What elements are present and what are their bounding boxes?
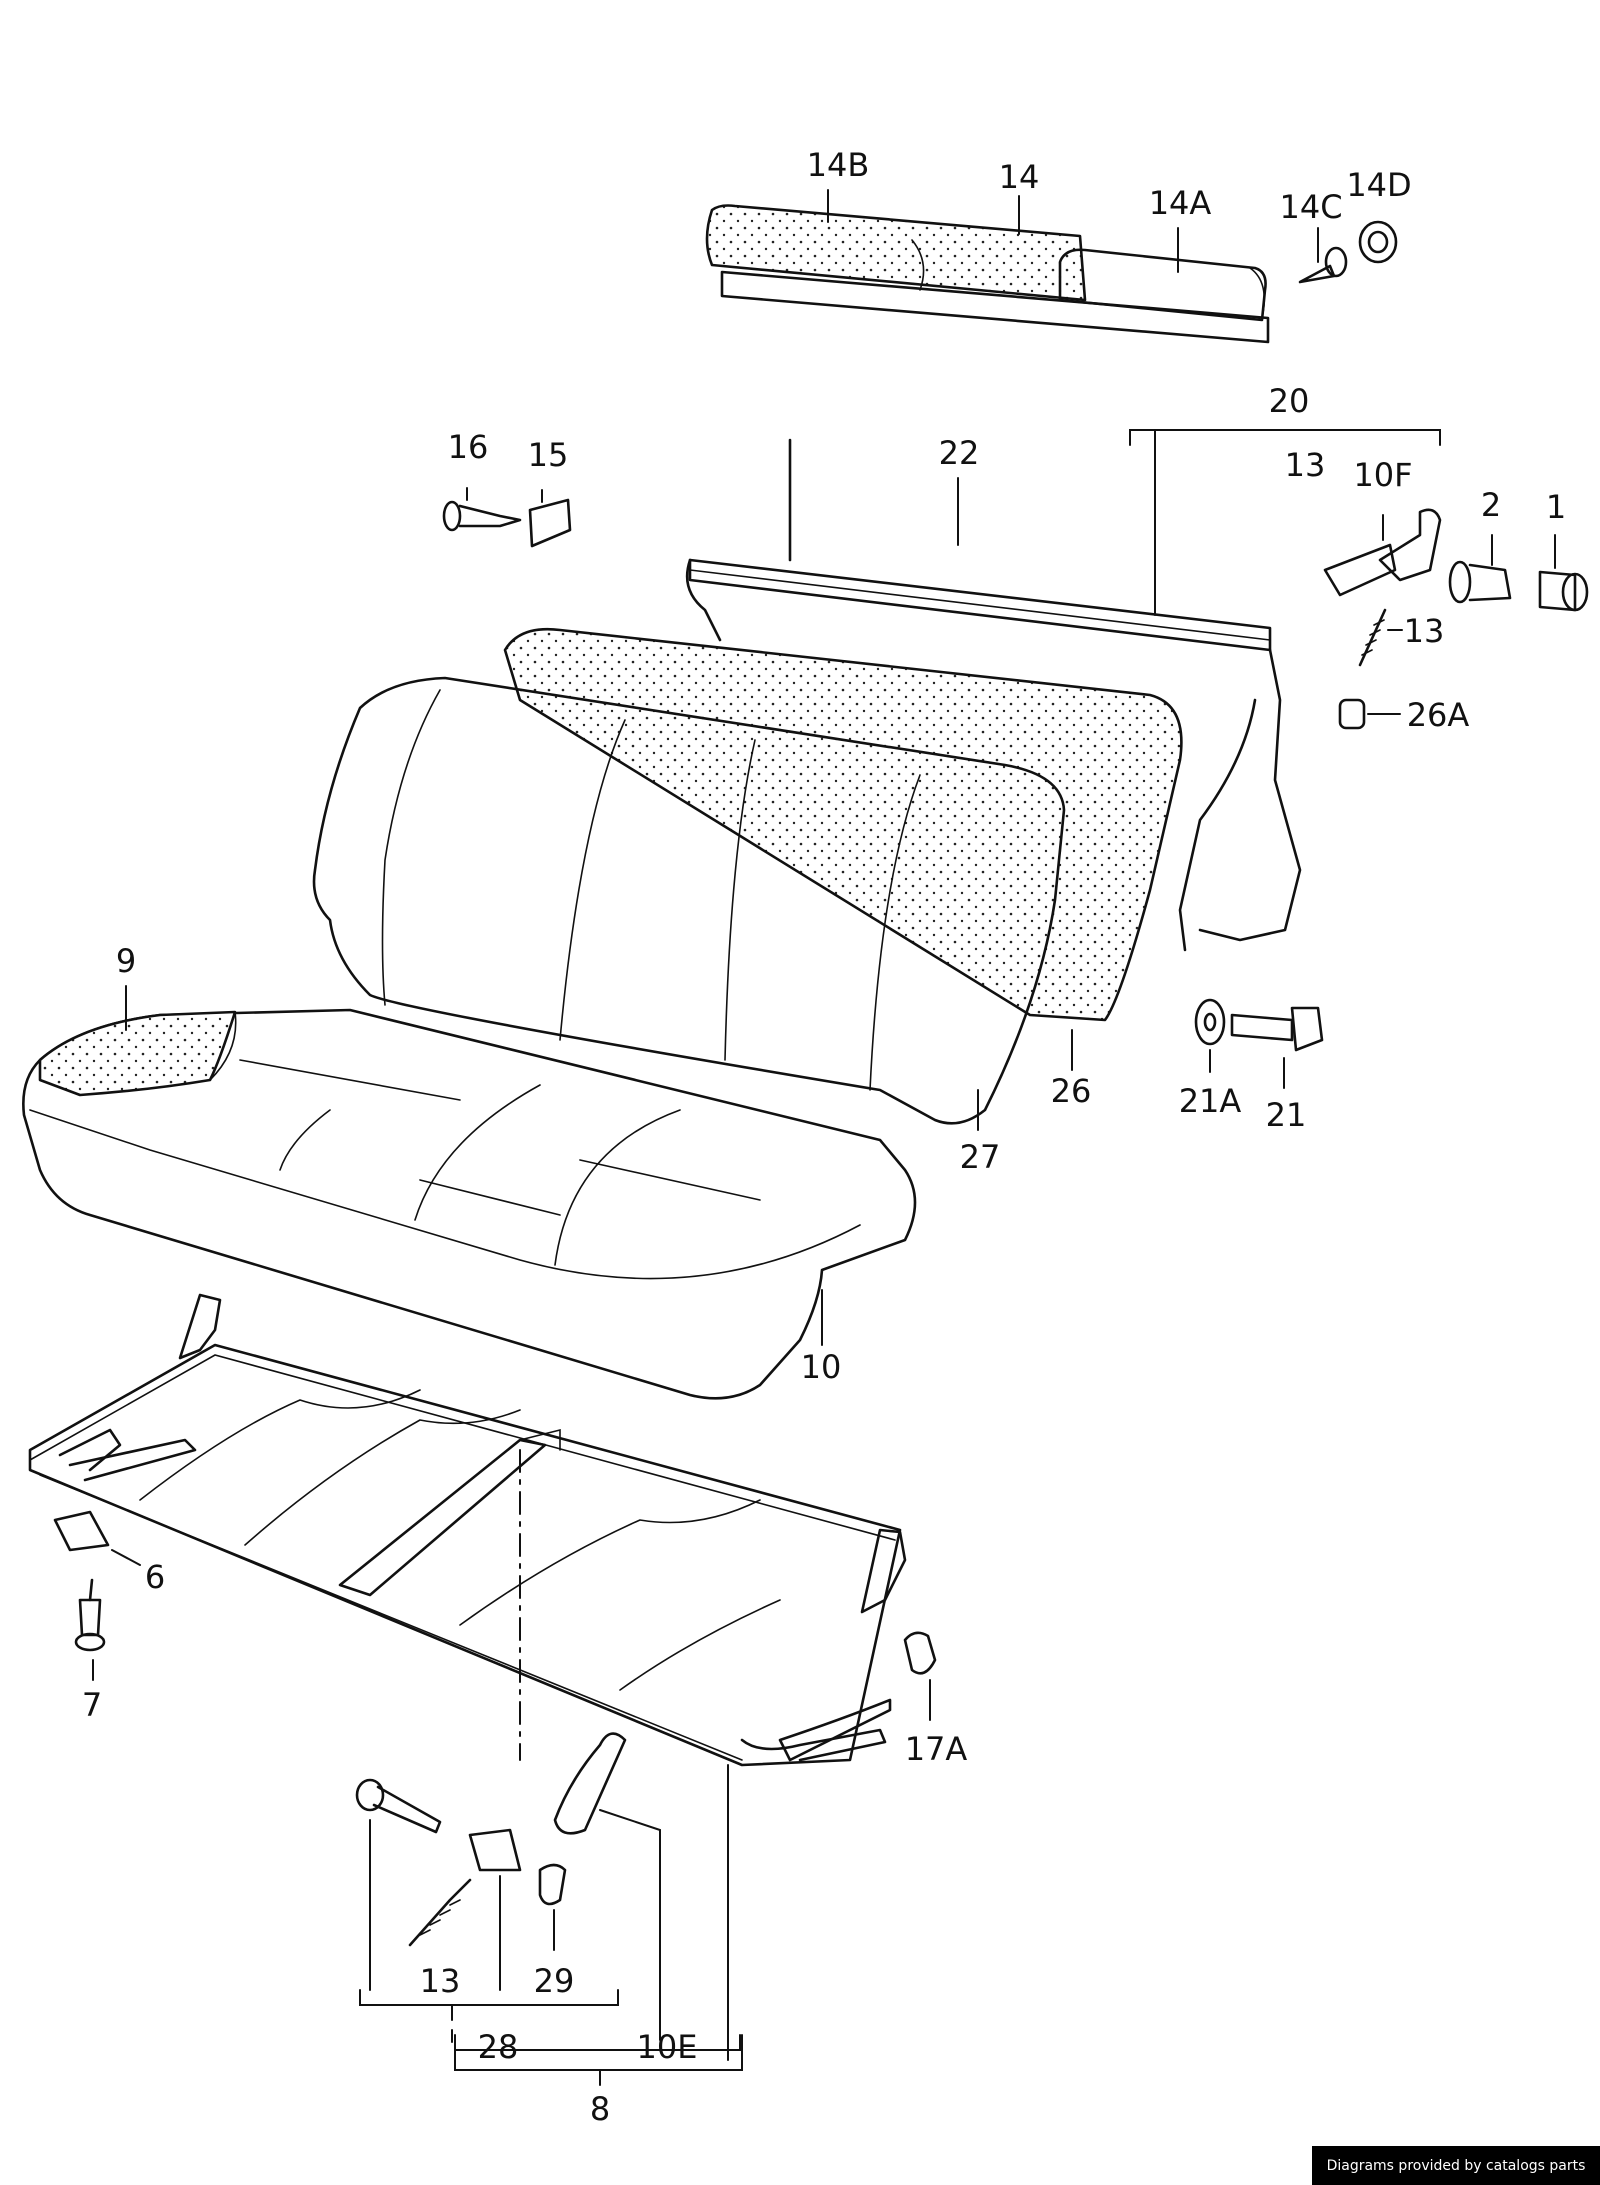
label-14: 14 — [999, 158, 1040, 196]
label-10: 10 — [801, 1348, 842, 1386]
clip-6 — [53, 1510, 110, 1552]
label-16: 16 — [448, 428, 489, 466]
bushing-26a — [1338, 698, 1366, 730]
label-13-spring: 13 — [1404, 612, 1445, 650]
label-15: 15 — [528, 436, 569, 474]
credit-banner: Diagrams provided by catalogs parts — [1312, 2146, 1600, 2185]
cap-14d — [1358, 220, 1398, 264]
label-10f: 10F — [1353, 456, 1412, 494]
strap-10e — [553, 1732, 627, 1835]
label-13-top: 13 — [1285, 446, 1326, 484]
hinge-10f — [1323, 508, 1442, 597]
screw-16 — [442, 500, 522, 532]
spring-13-hinge — [1358, 608, 1387, 667]
label-14b: 14B — [807, 146, 870, 184]
headrest — [705, 204, 1270, 344]
label-28: 28 — [478, 2028, 519, 2066]
label-6: 6 — [145, 1558, 165, 1596]
label-27: 27 — [960, 1138, 1001, 1176]
label-14c: 14C — [1279, 188, 1342, 226]
label-1: 1 — [1546, 488, 1566, 526]
label-22: 22 — [939, 434, 980, 472]
bolt-28 — [355, 1778, 442, 1834]
seat-frame — [28, 1293, 907, 1767]
clip-17a — [903, 1631, 937, 1675]
backrest-frame — [685, 438, 1302, 952]
label-21: 21 — [1266, 1096, 1307, 1134]
leader-lines — [92, 189, 1556, 2086]
label-14a: 14A — [1149, 184, 1212, 222]
bolt-21 — [1230, 1006, 1324, 1052]
label-26a: 26A — [1407, 696, 1470, 734]
screw-7 — [74, 1578, 106, 1652]
callout-labels: 14B 14 14A 14C 14D 20 22 16 15 13 10F 2 … — [82, 146, 1566, 2128]
washer-21a — [1194, 998, 1226, 1046]
label-14d: 14D — [1346, 166, 1411, 204]
seat-cushion — [22, 1008, 917, 1400]
clip-15 — [528, 498, 572, 548]
label-2: 2 — [1481, 486, 1501, 524]
label-9: 9 — [116, 942, 136, 980]
label-17a: 17A — [905, 1730, 968, 1768]
label-21a: 21A — [1179, 1082, 1242, 1120]
bushing-1 — [1538, 570, 1589, 612]
label-10e: 10E — [637, 2028, 698, 2066]
rod-17a — [778, 1698, 892, 1762]
spring-13 — [408, 1878, 472, 1947]
backrest-cover — [312, 676, 1066, 1125]
label-8: 8 — [590, 2090, 610, 2128]
pin-2 — [1448, 560, 1512, 604]
bracket-28 — [468, 1828, 522, 1872]
clip-29 — [538, 1863, 567, 1906]
label-7: 7 — [82, 1686, 102, 1724]
label-26: 26 — [1051, 1072, 1092, 1110]
label-20: 20 — [1269, 382, 1310, 420]
label-13-lower: 13 — [420, 1962, 461, 2000]
screw-14c — [1298, 246, 1348, 284]
label-29: 29 — [534, 1962, 575, 2000]
backrest-foam — [503, 627, 1183, 1022]
